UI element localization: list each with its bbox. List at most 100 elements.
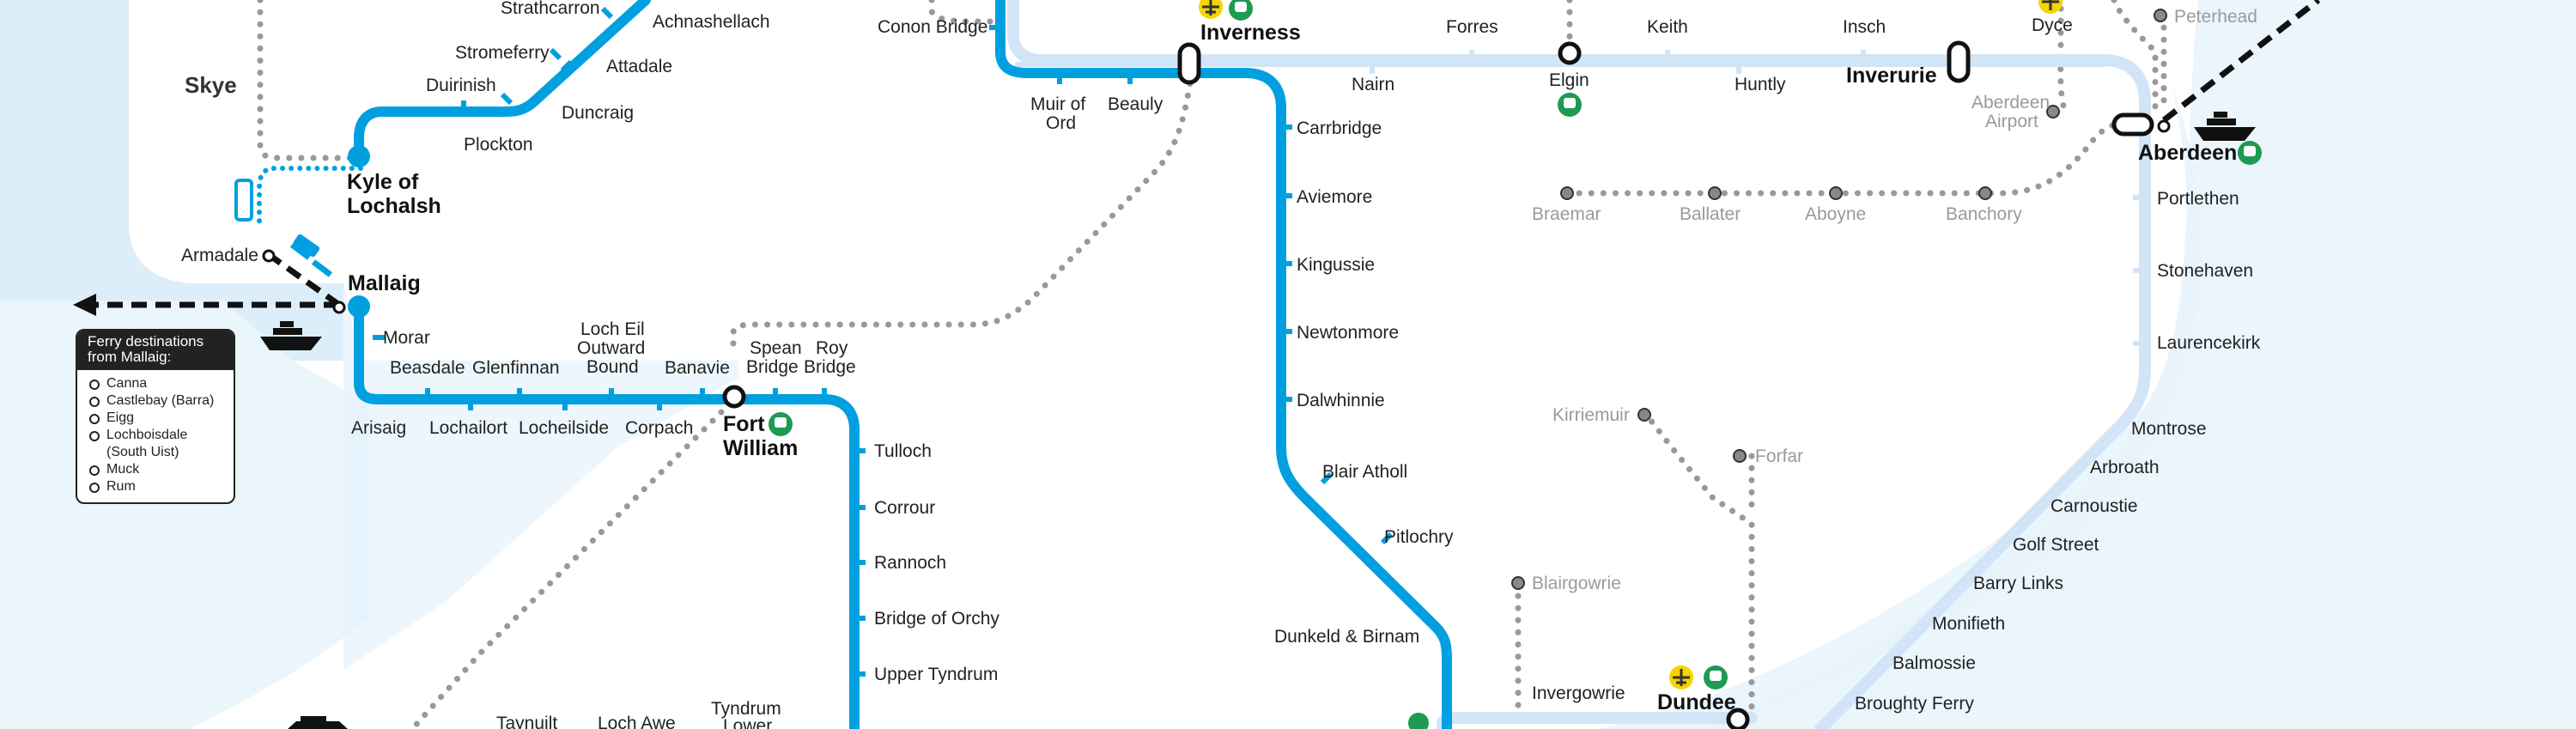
label-invergowrie: Invergowrie xyxy=(1532,683,1625,703)
label-morar: Morar xyxy=(383,328,430,348)
bullet-icon xyxy=(89,465,100,476)
label-inverness: Inverness xyxy=(1200,21,1301,45)
ferry-routes xyxy=(94,0,2321,308)
ferry-box-title-line2: from Mallaig: xyxy=(88,349,172,365)
ferry-icon xyxy=(260,321,322,350)
ferry-icon xyxy=(288,716,348,729)
label-blair-atholl: Blair Atholl xyxy=(1322,462,1407,482)
east-station-ticks xyxy=(1370,50,2145,346)
station-markers xyxy=(262,9,2171,729)
ferry-destination-item: Muck xyxy=(89,461,234,478)
label-aberdeen-airport-2: Airport xyxy=(1985,112,2038,131)
label-fort-william-2: William xyxy=(723,436,798,460)
ferry-crossing-skye xyxy=(257,166,363,226)
bullet-icon xyxy=(89,397,100,407)
label-armadale: Armadale xyxy=(181,246,258,265)
station-ticks xyxy=(373,6,1394,677)
label-tyndrum-1: Tyndrum xyxy=(711,699,781,719)
train-interchange-icon xyxy=(1558,93,1582,117)
label-aberdeen: Aberdeen xyxy=(2138,141,2237,165)
label-roy-1: Roy xyxy=(816,338,848,358)
train-interchange-icon xyxy=(2238,141,2262,165)
bus-icon xyxy=(234,179,253,222)
label-loch-eil-2: Outward xyxy=(577,338,645,358)
label-broughty-ferry: Broughty Ferry xyxy=(1855,694,1974,714)
label-fort-william-1: Fort xyxy=(723,412,765,436)
label-dundee: Dundee xyxy=(1657,690,1736,714)
label-tyndrum-2: Lower xyxy=(723,716,772,729)
label-aberdeen-airport-1: Aberdeen xyxy=(1971,93,2050,112)
label-monifieth: Monifieth xyxy=(1932,614,2005,634)
label-banchory: Banchory xyxy=(1946,204,2022,224)
ferry-icon xyxy=(2194,112,2256,141)
label-forres: Forres xyxy=(1446,17,1498,37)
label-muir-1: Muir of xyxy=(1030,94,1085,114)
label-inverurie: Inverurie xyxy=(1846,64,1937,88)
label-ballater: Ballater xyxy=(1680,204,1741,224)
ferry-destination-item: Castlebay (Barra) xyxy=(89,392,234,410)
label-stromeferry: Stromeferry xyxy=(455,43,550,63)
label-upper-tyndrum: Upper Tyndrum xyxy=(874,665,998,684)
ferry-box-title: Ferry destinations from Mallaig: xyxy=(77,331,234,370)
ferry-destinations-list: Canna Castlebay (Barra) Eigg Lochboisdal… xyxy=(77,375,234,495)
label-loch-eil-1: Loch Eil xyxy=(580,319,645,339)
ferry-destination-item: Lochboisdale xyxy=(89,427,234,444)
label-dalwhinnie: Dalwhinnie xyxy=(1297,391,1385,410)
label-lochailort: Lochailort xyxy=(429,418,507,438)
train-interchange-icon xyxy=(1229,0,1253,21)
label-muir-2: Ord xyxy=(1046,113,1076,133)
bullet-icon xyxy=(89,380,100,390)
ferry-destinations-box: Ferry destinations from Mallaig: Canna C… xyxy=(76,329,235,504)
label-glenfinnan: Glenfinnan xyxy=(472,358,560,378)
label-corrour: Corrour xyxy=(874,498,935,518)
train-interchange-icon xyxy=(1408,713,1429,729)
label-kyle-1: Kyle of xyxy=(347,170,419,194)
label-plockton: Plockton xyxy=(464,135,533,155)
label-bridge-of-orchy: Bridge of Orchy xyxy=(874,609,999,629)
label-carrbridge: Carrbridge xyxy=(1297,118,1382,138)
label-attadale: Attadale xyxy=(606,57,672,76)
label-duirinish: Duirinish xyxy=(426,76,496,95)
ferry-destination-item: Canna xyxy=(89,375,234,392)
label-braemar: Braemar xyxy=(1532,204,1601,224)
label-roy-2: Bridge xyxy=(804,357,856,377)
label-strathcarron: Strathcarron xyxy=(501,0,600,18)
label-conon-bridge: Conon Bridge xyxy=(878,17,987,37)
label-insch: Insch xyxy=(1843,17,1886,37)
label-kyle-2: Lochalsh xyxy=(347,194,441,218)
arrow-left-icon xyxy=(73,294,96,316)
label-banavie: Banavie xyxy=(665,358,730,378)
label-arbroath: Arbroath xyxy=(2090,458,2160,477)
label-elgin: Elgin xyxy=(1549,70,1589,90)
label-stonehaven: Stonehaven xyxy=(2157,261,2253,281)
label-pitlochry: Pitlochry xyxy=(1384,527,1454,547)
label-aviemore: Aviemore xyxy=(1297,187,1372,207)
label-keith: Keith xyxy=(1647,17,1688,37)
label-nairn: Nairn xyxy=(1352,75,1394,94)
airport-icon xyxy=(1669,665,1693,690)
bullet-icon xyxy=(89,414,100,424)
label-corpach: Corpach xyxy=(625,418,693,438)
label-portlethen: Portlethen xyxy=(2157,189,2239,209)
label-dyce: Dyce xyxy=(2032,15,2073,35)
label-beauly: Beauly xyxy=(1108,94,1163,114)
label-kingussie: Kingussie xyxy=(1297,255,1375,275)
train-interchange-icon xyxy=(769,412,793,436)
train-interchange-icon xyxy=(1704,665,1728,690)
label-forfar: Forfar xyxy=(1755,447,1803,466)
label-beasdale: Beasdale xyxy=(390,358,465,378)
label-huntly: Huntly xyxy=(1735,75,1786,94)
label-skye: Skye xyxy=(185,72,237,98)
label-spean-1: Spean xyxy=(750,338,802,358)
label-duncraig: Duncraig xyxy=(562,103,634,123)
label-dunkeld: Dunkeld & Birnam xyxy=(1274,627,1419,647)
airport-icon xyxy=(1199,0,1223,19)
label-taynuilt: Taynuilt xyxy=(496,714,557,729)
label-achnashellach: Achnashellach xyxy=(653,12,770,32)
bus-routes xyxy=(257,0,2167,729)
label-blairgowrie: Blairgowrie xyxy=(1532,574,1621,593)
label-kirriemuir: Kirriemuir xyxy=(1552,405,1630,425)
label-carnoustie: Carnoustie xyxy=(2050,496,2138,516)
ferry-crossing-mallaig xyxy=(289,242,333,277)
label-loch-awe: Loch Awe xyxy=(598,714,676,729)
